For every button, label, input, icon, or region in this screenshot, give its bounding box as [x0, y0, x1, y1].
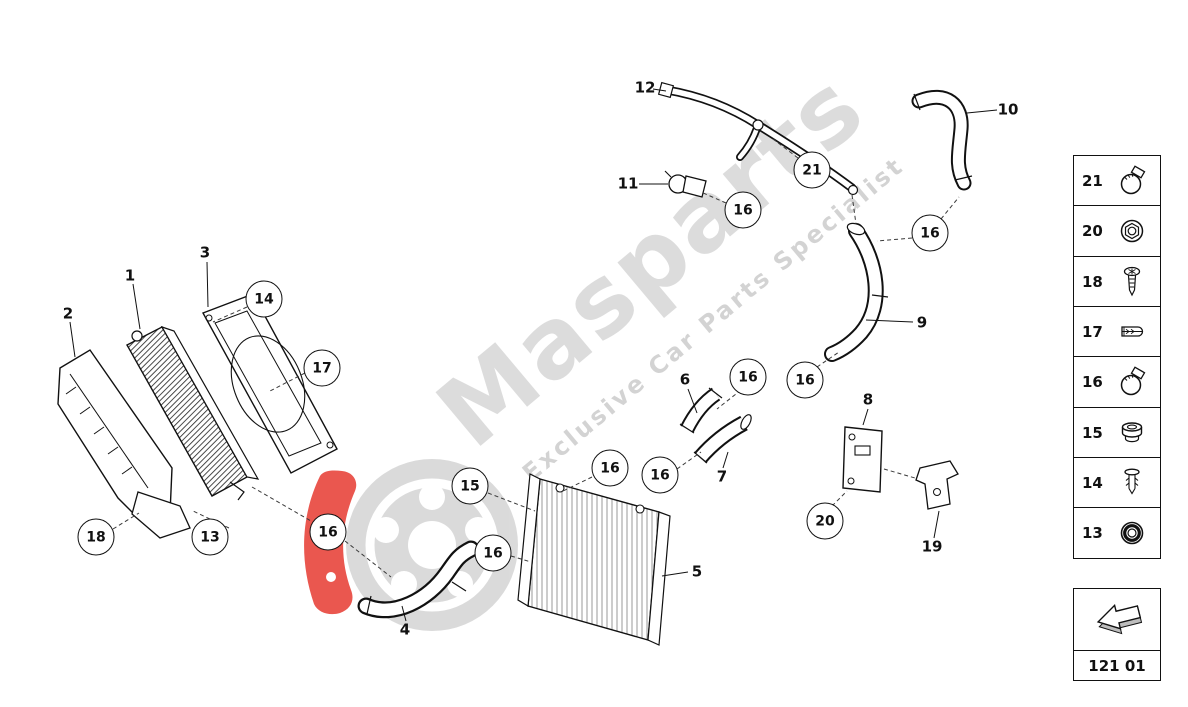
bracket-part-19: [915, 460, 959, 510]
part-label-19: 19: [921, 537, 943, 556]
page-code-box: 121 01: [1073, 650, 1161, 682]
callout-21[interactable]: 21: [793, 151, 831, 189]
callout-17[interactable]: 17: [303, 349, 341, 387]
legend-item-14[interactable]: 14: [1073, 456, 1161, 509]
leader-lines: [69, 88, 998, 622]
legend-number: 17: [1082, 322, 1103, 341]
callout-18[interactable]: 18: [77, 518, 115, 556]
callout-16[interactable]: 16: [591, 449, 629, 487]
direction-arrow-icon: [1086, 595, 1148, 645]
callout-16[interactable]: 16: [474, 534, 512, 572]
callout-13[interactable]: 13: [191, 518, 229, 556]
hose-part-10: [911, 89, 973, 191]
legend-item-20[interactable]: 20: [1073, 205, 1161, 258]
flange-nut-icon: [1108, 215, 1155, 247]
spring-clip-icon: [1108, 316, 1155, 348]
legend-item-16[interactable]: 16: [1073, 356, 1161, 409]
callout-16[interactable]: 16: [724, 191, 762, 229]
pipe-part-9: [824, 222, 889, 362]
legend-number: 15: [1082, 423, 1103, 442]
dashed-reference-lines: [112, 138, 960, 578]
legend-number: 18: [1082, 272, 1103, 291]
push-clip-icon: [1108, 466, 1155, 500]
bracket-part-8: [842, 426, 883, 493]
part-label-6: 6: [679, 370, 691, 389]
pipe-part-7: [693, 414, 752, 464]
fan-shroud-part-3: [201, 293, 338, 474]
part-label-12: 12: [634, 78, 656, 97]
bushing-icon: [1108, 417, 1155, 449]
grommet-icon: [1108, 517, 1155, 549]
legend-item-15[interactable]: 15: [1073, 406, 1161, 459]
part-label-9: 9: [916, 313, 928, 332]
legend-item-17[interactable]: 17: [1073, 305, 1161, 358]
legend-item-18[interactable]: 18: [1073, 255, 1161, 308]
part-label-7: 7: [716, 467, 728, 486]
part-label-1: 1: [124, 266, 136, 285]
screw-icon: [1108, 265, 1155, 299]
callout-20[interactable]: 20: [806, 502, 844, 540]
callout-14[interactable]: 14: [245, 280, 283, 318]
radiator-part-1: [126, 325, 260, 501]
part-label-5: 5: [691, 562, 703, 581]
part-label-4: 4: [399, 620, 411, 639]
page-code: 121 01: [1088, 656, 1146, 675]
callout-16[interactable]: 16: [641, 456, 679, 494]
callout-16[interactable]: 16: [309, 513, 347, 551]
legend-number: 14: [1082, 473, 1103, 492]
part-label-10: 10: [997, 100, 1019, 119]
hose-part-4: [357, 540, 480, 619]
diagram-nav-box[interactable]: [1073, 588, 1161, 652]
legend-item-13[interactable]: 13: [1073, 507, 1161, 560]
radiator-part-5: [517, 473, 671, 646]
part-label-2: 2: [62, 304, 74, 323]
part-label-8: 8: [862, 390, 874, 409]
callout-16[interactable]: 16: [729, 358, 767, 396]
watermark-title: Masparts: [417, 51, 885, 469]
hose-clamp-icon: [1108, 366, 1155, 398]
pipe-part-6: [679, 387, 723, 434]
legend-item-21[interactable]: 21: [1073, 155, 1161, 207]
hardware-legend: 21 20 18: [1073, 155, 1161, 560]
callout-15[interactable]: 15: [451, 467, 489, 505]
hose-clamp-icon: [1108, 165, 1155, 197]
callout-16[interactable]: 16: [911, 214, 949, 252]
air-guide-part-2: [57, 349, 191, 539]
legend-number: 13: [1082, 524, 1103, 543]
legend-number: 16: [1082, 373, 1103, 392]
legend-number: 20: [1082, 222, 1103, 241]
legend-number: 21: [1082, 172, 1103, 190]
fitting-part-11: [664, 170, 707, 198]
callout-16[interactable]: 16: [786, 361, 824, 399]
part-label-11: 11: [617, 174, 639, 193]
part-label-3: 3: [199, 243, 211, 262]
